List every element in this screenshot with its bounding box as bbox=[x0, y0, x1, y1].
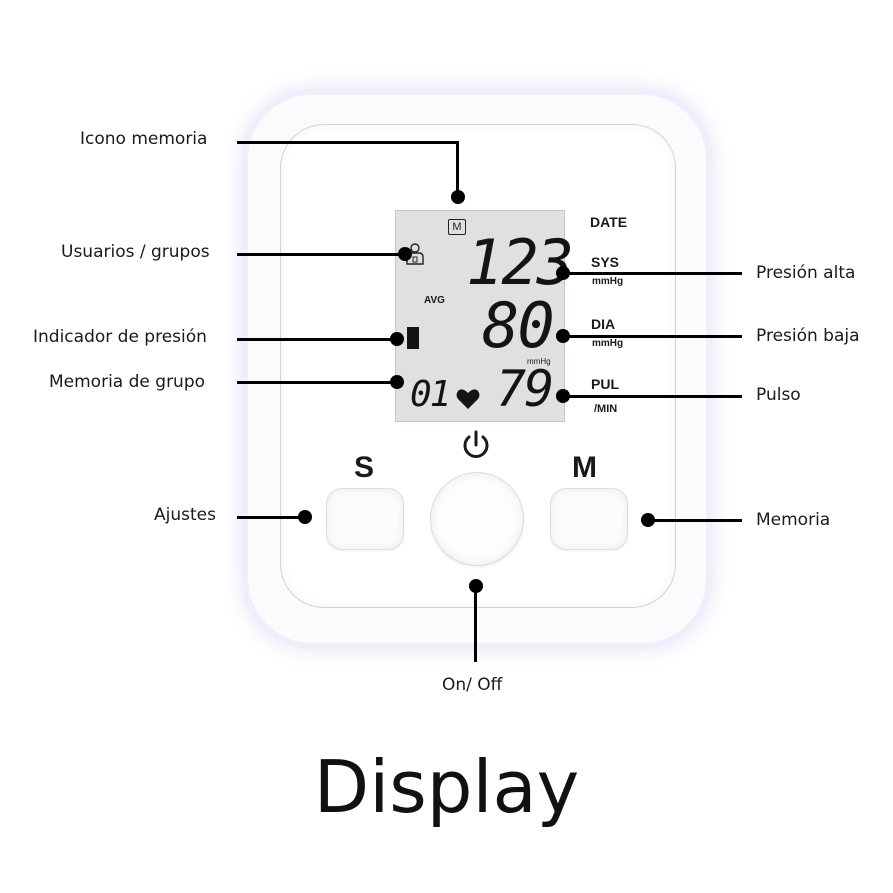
marker-memory bbox=[641, 513, 655, 527]
group-number: 01 bbox=[410, 375, 449, 415]
callout-on-off: On/ Off bbox=[442, 675, 502, 695]
pressure-indicator-bar bbox=[407, 327, 419, 349]
sys-label: SYS bbox=[591, 254, 619, 270]
callout-low-pressure: Presión baja bbox=[756, 326, 860, 346]
leader-settings bbox=[237, 516, 305, 519]
marker-memory-icon bbox=[451, 190, 465, 204]
leader-group-memory bbox=[237, 381, 397, 384]
leader-pressure-indicator bbox=[237, 338, 397, 341]
marker-users-groups bbox=[398, 247, 412, 261]
leader-high-pressure bbox=[565, 272, 742, 275]
marker-group-memory bbox=[390, 375, 404, 389]
memory-button[interactable] bbox=[550, 488, 628, 550]
callout-memory-icon: Icono memoria bbox=[80, 129, 207, 149]
diastolic-value: 80 bbox=[482, 295, 553, 357]
s-button-label: S bbox=[354, 451, 374, 485]
marker-pressure-indicator bbox=[390, 332, 404, 346]
leader-low-pressure bbox=[565, 335, 742, 338]
pul-label: PUL bbox=[591, 376, 619, 392]
heart-icon bbox=[456, 388, 480, 410]
callout-high-pressure: Presión alta bbox=[756, 263, 855, 283]
leader-memory-icon-h bbox=[237, 141, 459, 144]
power-button[interactable] bbox=[430, 472, 524, 566]
callout-users-groups: Usuarios / grupos bbox=[61, 242, 210, 262]
page-title: Display bbox=[0, 745, 893, 829]
callout-pulse: Pulso bbox=[756, 385, 801, 405]
dia-unit: mmHg bbox=[592, 338, 623, 349]
memory-badge-icon: M bbox=[448, 219, 466, 235]
settings-button[interactable] bbox=[326, 488, 404, 550]
leader-on-off bbox=[474, 585, 477, 662]
avg-label: AVG bbox=[424, 295, 445, 306]
callout-settings: Ajustes bbox=[154, 505, 216, 525]
leader-memory bbox=[650, 519, 742, 522]
leader-users-groups bbox=[237, 253, 405, 256]
leader-pulse bbox=[565, 395, 742, 398]
callout-memory: Memoria bbox=[756, 510, 830, 530]
marker-low-pressure bbox=[556, 329, 570, 343]
pulse-value: 79 bbox=[496, 364, 552, 414]
pul-unit: /MIN bbox=[594, 403, 617, 415]
power-icon bbox=[459, 428, 493, 462]
marker-settings bbox=[298, 510, 312, 524]
callout-pressure-indicator: Indicador de presión bbox=[33, 327, 207, 347]
sys-unit: mmHg bbox=[592, 276, 623, 287]
memory-badge-label: M bbox=[452, 221, 461, 233]
marker-high-pressure bbox=[556, 266, 570, 280]
m-button-label: M bbox=[572, 451, 597, 485]
callout-group-memory: Memoria de grupo bbox=[49, 372, 205, 392]
leader-memory-icon-v bbox=[456, 141, 459, 197]
marker-pulse bbox=[556, 389, 570, 403]
dia-label: DIA bbox=[591, 316, 615, 332]
date-label: DATE bbox=[590, 214, 627, 230]
systolic-value: 123 bbox=[466, 232, 572, 294]
